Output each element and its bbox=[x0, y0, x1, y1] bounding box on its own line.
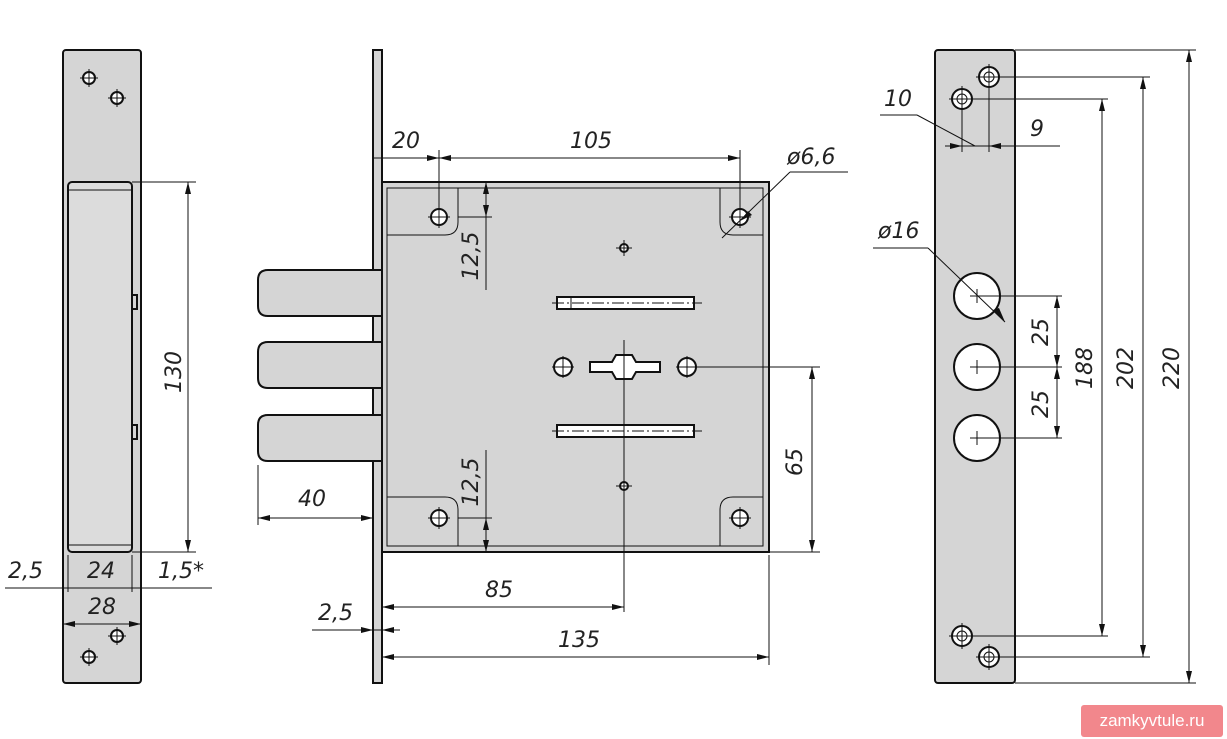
dim-9: 9 bbox=[1030, 117, 1044, 142]
dim-188: 188 bbox=[1073, 347, 1098, 389]
side-screw-hole bbox=[108, 627, 126, 645]
front-view: 20 105 ø6,6 12,5 12,5 40 85 2,5 bbox=[257, 49, 848, 684]
front-mounting-hole bbox=[729, 507, 751, 529]
edge-screw-hole bbox=[976, 644, 1002, 670]
edge-screw-hole bbox=[976, 64, 1002, 90]
edge-view: 10 9 ø16 25 25 188 202 220 bbox=[873, 49, 1196, 684]
front-keyhole bbox=[552, 340, 698, 612]
dim-130: 130 bbox=[162, 351, 187, 393]
dim-135: 135 bbox=[558, 628, 600, 653]
side-screw-hole bbox=[80, 69, 98, 87]
dim-24: 24 bbox=[87, 559, 115, 584]
dim-85: 85 bbox=[485, 578, 513, 603]
side-lock-body bbox=[67, 181, 133, 553]
dim-25-lower: 25 bbox=[1029, 390, 1054, 418]
edge-screw-hole bbox=[949, 86, 975, 112]
front-mounting-hole bbox=[428, 507, 450, 529]
dim-2-5-front: 2,5 bbox=[318, 601, 353, 626]
edge-bolt-hole bbox=[953, 414, 1062, 462]
side-screw-hole bbox=[108, 89, 126, 107]
dim-105: 105 bbox=[570, 129, 612, 154]
front-bolt bbox=[257, 269, 383, 317]
side-view: 130 2,5 24 1,5* 28 bbox=[5, 49, 212, 684]
dim-202: 202 bbox=[1114, 347, 1139, 389]
watermark-badge: zamkyvtule.ru bbox=[1081, 705, 1223, 737]
dim-dia-6-6: ø6,6 bbox=[786, 145, 835, 170]
dim-20: 20 bbox=[392, 129, 420, 154]
dim-65: 65 bbox=[783, 448, 808, 476]
dim-12-5-bottom: 12,5 bbox=[459, 458, 484, 507]
front-mounting-hole bbox=[428, 206, 450, 228]
dim-25-upper: 25 bbox=[1029, 318, 1054, 346]
dim-dia-16: ø16 bbox=[877, 219, 919, 244]
dim-40: 40 bbox=[298, 487, 326, 512]
dim-12-5-top: 12,5 bbox=[459, 232, 484, 281]
dim-28: 28 bbox=[88, 595, 116, 620]
dim-2-5-side: 2,5 bbox=[8, 559, 43, 584]
side-screw-hole bbox=[80, 648, 98, 666]
dim-220: 220 bbox=[1160, 347, 1185, 389]
edge-bolt-hole bbox=[953, 343, 1062, 391]
edge-screw-hole bbox=[949, 623, 975, 649]
dim-10: 10 bbox=[884, 87, 912, 112]
front-bolt bbox=[257, 414, 383, 462]
front-bolt bbox=[257, 341, 383, 389]
dim-1-5-star: 1,5* bbox=[158, 559, 204, 584]
